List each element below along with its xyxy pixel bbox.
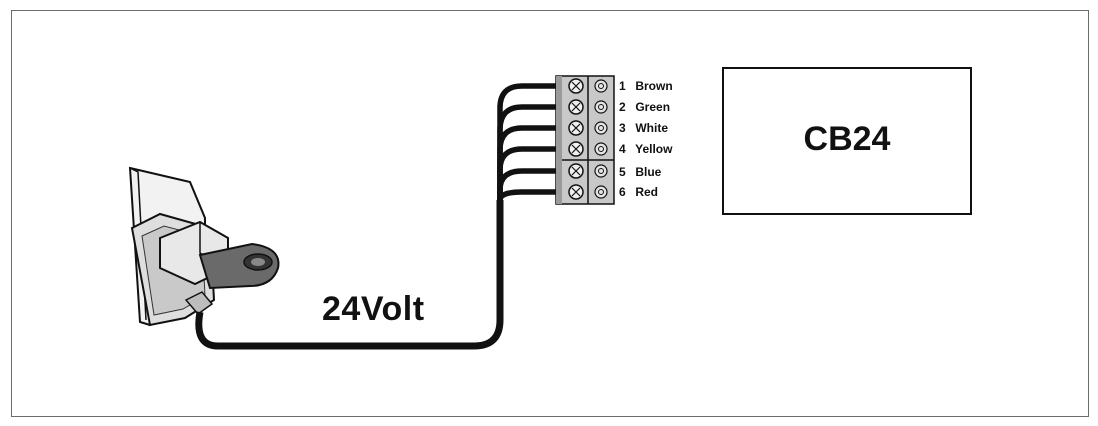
wire-blue (497, 168, 570, 200)
sensor-device (128, 166, 280, 327)
terminal-screws (568, 78, 608, 200)
terminal-socket-3 (594, 121, 608, 135)
terminal-number: 2 (619, 100, 626, 114)
wire-red (497, 189, 570, 201)
terminal-number: 5 (619, 165, 626, 179)
terminal-number: 4 (619, 142, 626, 156)
terminal-wire-color: Brown (635, 79, 673, 93)
diagram-frame (11, 10, 1089, 417)
terminal-screw-slot-3 (571, 123, 581, 133)
terminal-block-edge (556, 76, 562, 204)
main-cable (195, 200, 504, 350)
terminal-socket-1 (594, 79, 608, 93)
terminal-label: 3 White (619, 121, 668, 135)
terminal-socket-core-1 (598, 83, 604, 89)
terminal-label: 4 Yellow (619, 142, 672, 156)
terminal-number: 1 (619, 79, 626, 93)
controller-box: CB24 (722, 67, 972, 215)
terminal-socket-6 (594, 185, 608, 199)
terminal-label: 1 Brown (619, 79, 673, 93)
terminal-screw-slot-2 (571, 102, 581, 112)
terminal-socket-core-5 (598, 168, 604, 174)
terminal-wire-color: Yellow (635, 142, 673, 156)
terminal-number: 6 (619, 185, 626, 199)
terminal-socket-core-6 (598, 189, 604, 195)
wire-green (497, 104, 570, 200)
terminal-label: 5 Blue (619, 165, 661, 179)
terminal-label: 2 Green (619, 100, 670, 114)
terminal-wire-color: Blue (635, 165, 662, 179)
terminal-socket-core-2 (598, 104, 604, 110)
cable-voltage-label: 24Volt (322, 290, 425, 328)
terminal-wire-color: Red (635, 185, 659, 199)
terminal-block-body (555, 75, 615, 205)
terminal-screw-slot-5 (571, 166, 581, 176)
terminal-number: 3 (619, 121, 626, 135)
terminal-wire-color: White (635, 121, 669, 135)
terminal-socket-core-4 (598, 146, 604, 152)
terminal-wire-color: Green (635, 100, 671, 114)
controller-title: CB24 (803, 119, 891, 158)
terminal-block (555, 75, 615, 205)
terminal-socket-2 (594, 100, 608, 114)
wire-yellow (497, 146, 570, 200)
terminal-socket-core-3 (598, 125, 604, 131)
wire-brown (497, 83, 570, 200)
terminal-screw-slot-1 (571, 81, 581, 91)
terminal-screw-slot-4 (571, 144, 581, 154)
bracket-hole (251, 258, 265, 266)
terminal-label: 6 Red (619, 185, 658, 199)
terminal-screw-slot-6 (571, 187, 581, 197)
terminal-socket-4 (594, 142, 608, 156)
wire-white (497, 125, 570, 200)
terminal-socket-5 (594, 164, 608, 178)
wire-bundle (497, 83, 570, 201)
cable-gland (184, 291, 214, 316)
